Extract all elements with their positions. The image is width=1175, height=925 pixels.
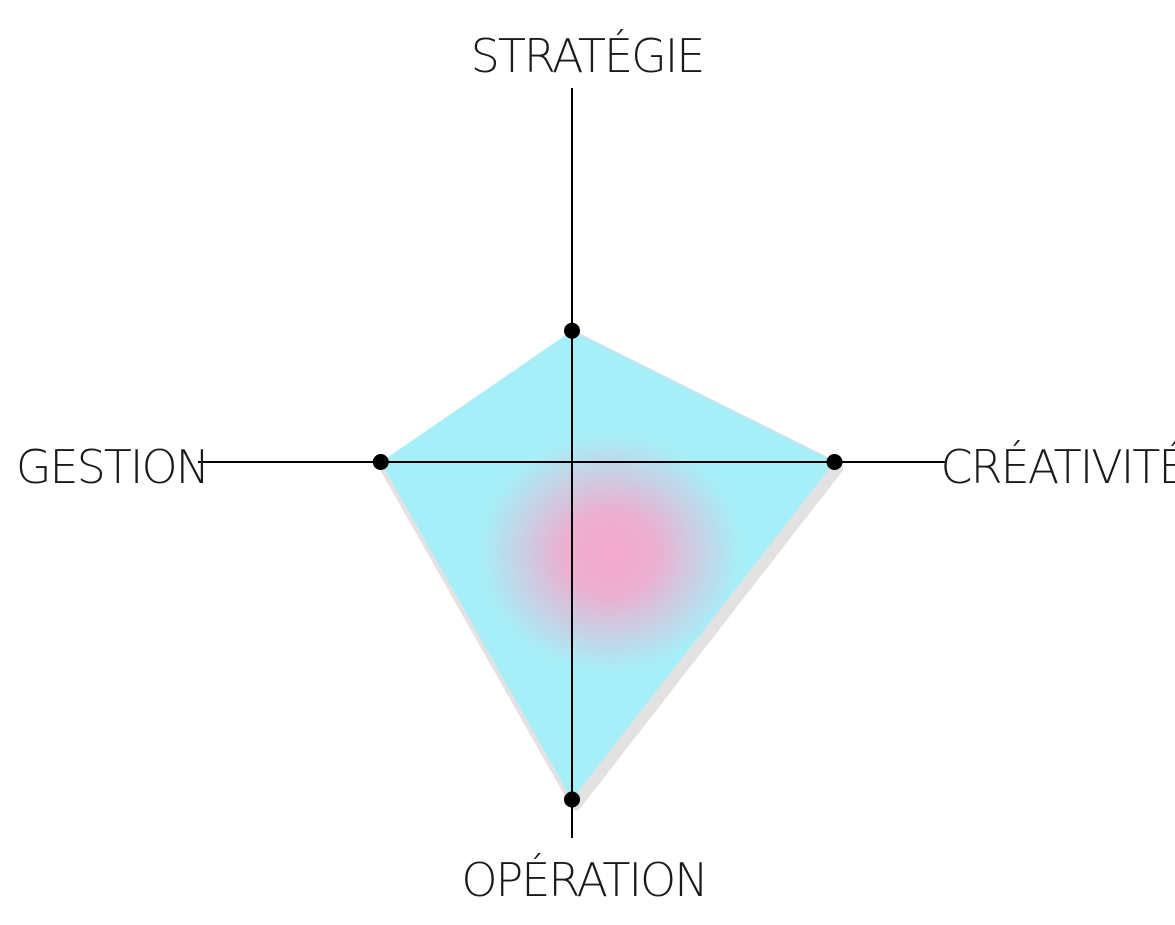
data-point-gestion bbox=[372, 454, 389, 470]
axis-label-strategie: STRATÉGIE bbox=[471, 29, 704, 83]
data-point-operation bbox=[564, 791, 580, 808]
axis-label-gestion: GESTION bbox=[16, 440, 208, 494]
center-glow bbox=[480, 435, 740, 671]
data-point-strategie bbox=[564, 322, 580, 339]
axis-label-creativite: CRÉATIVITÉ bbox=[941, 440, 1175, 494]
data-points bbox=[372, 322, 843, 808]
axis-label-operation: OPÉRATION bbox=[461, 853, 706, 907]
data-point-creativite bbox=[826, 454, 843, 470]
